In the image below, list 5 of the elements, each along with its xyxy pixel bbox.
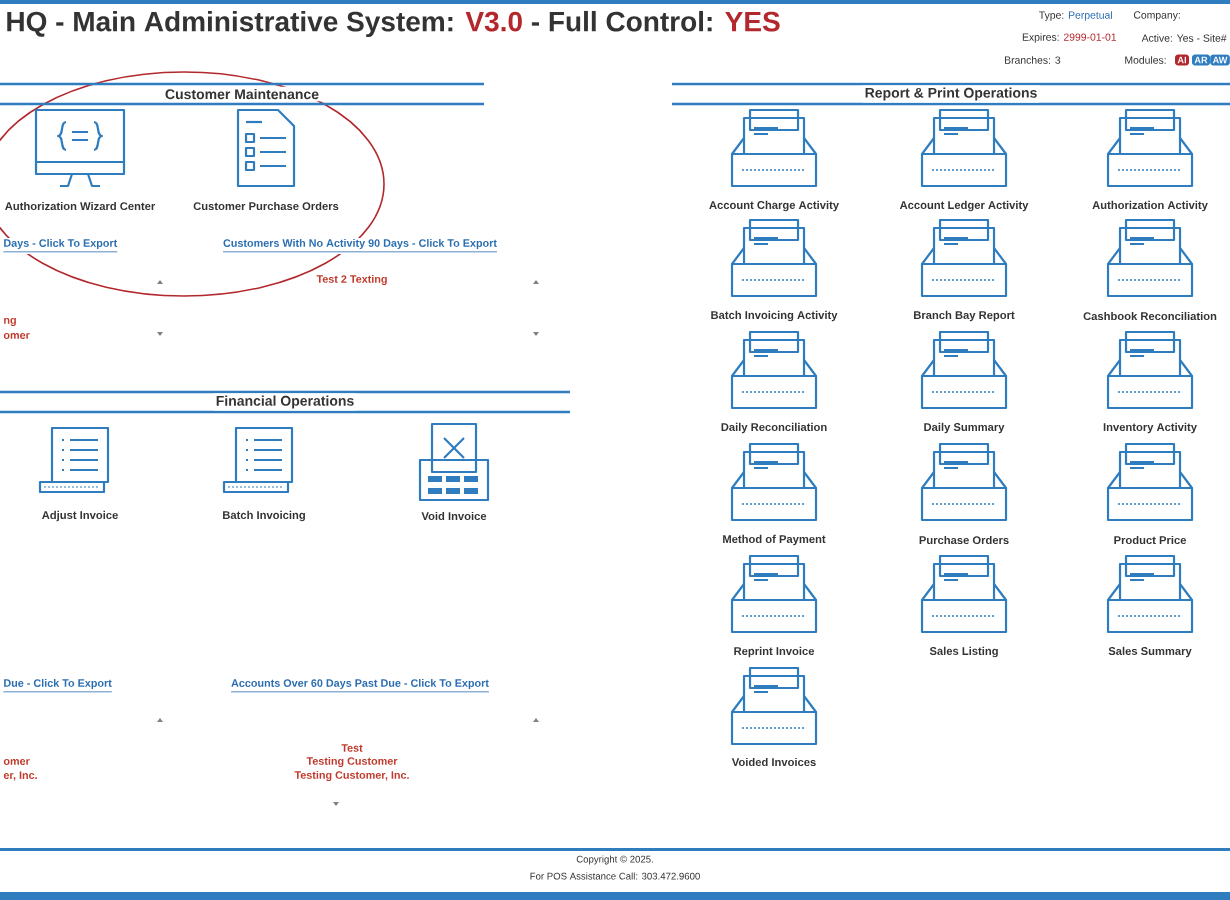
page-title: HQ - Main Administrative System: V3.0 - Full Control: YES — [7, 10, 780, 38]
label: YES — [725, 11, 780, 32]
label: - Full Control: — [531, 10, 712, 32]
label: HQ - Main Administrative System: — [7, 10, 453, 38]
label: V3.0 — [465, 11, 522, 32]
